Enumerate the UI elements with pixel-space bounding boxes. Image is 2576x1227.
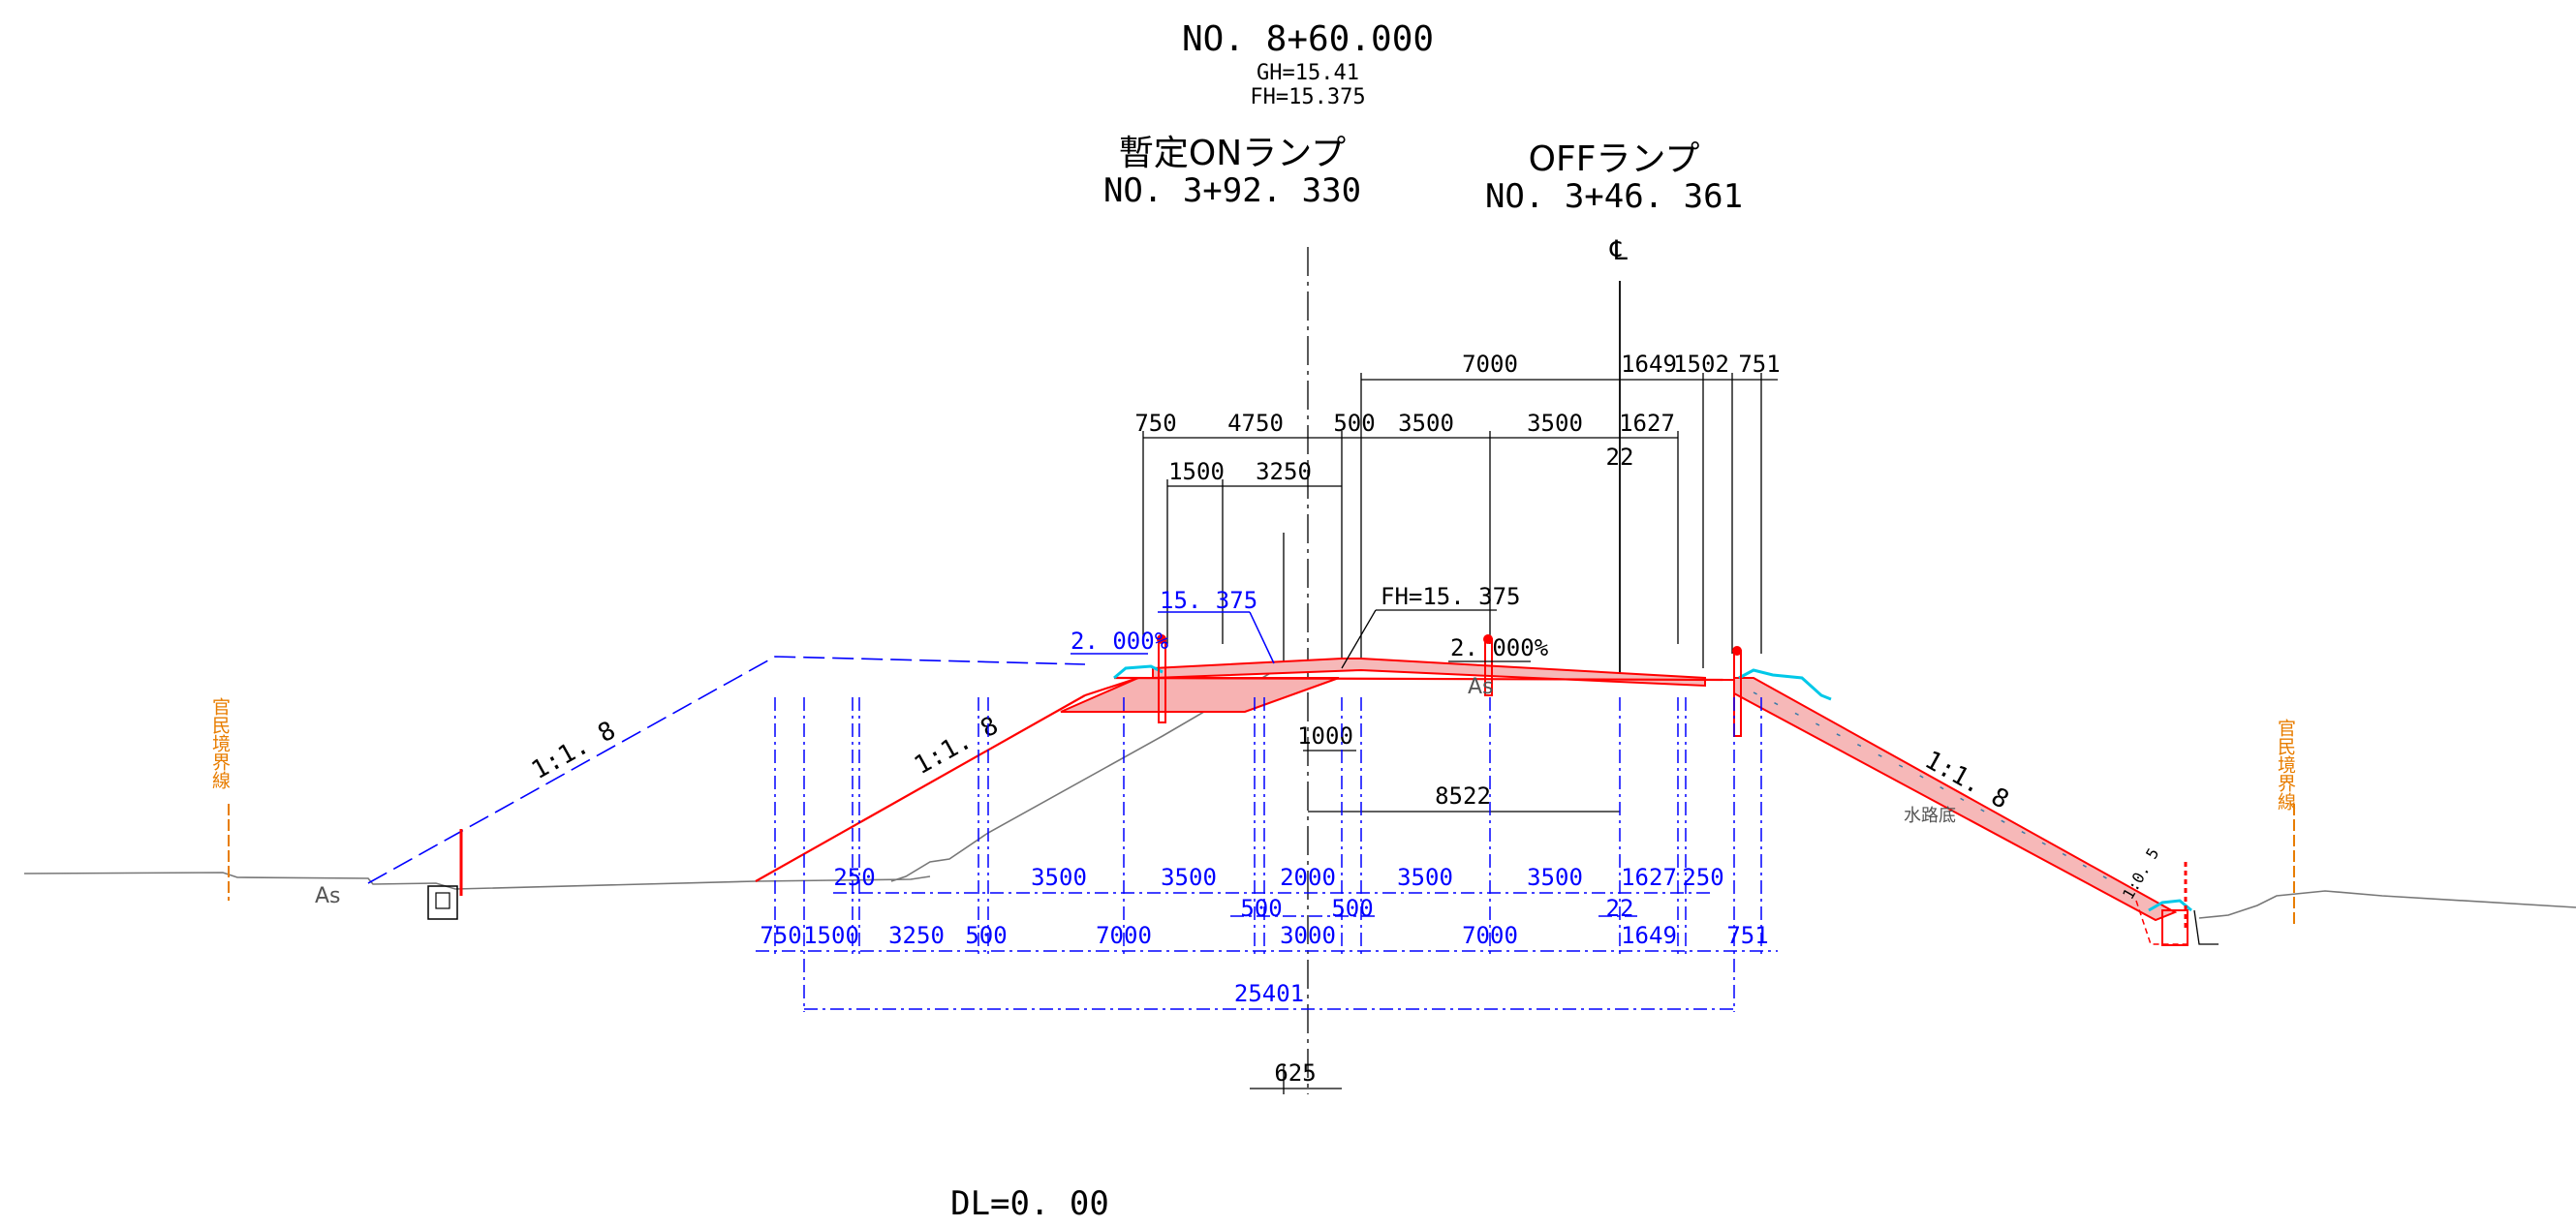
bottom-dim-500-a: 500	[1240, 895, 1282, 922]
bottom-dim-750: 750	[760, 922, 801, 949]
bottom-dim-500-b: 500	[1331, 895, 1373, 922]
bottom-dim-1649: 1649	[1621, 922, 1677, 949]
slope-label-left: 1:1. 8	[910, 711, 1004, 781]
off-ramp-station: NO. 3+46. 361	[1485, 177, 1743, 216]
existing-ground	[23, 667, 2576, 919]
as-label-center: As	[1468, 675, 1494, 699]
top-dim-7000: 7000	[1462, 351, 1518, 378]
off-ramp-title: OFFランプ	[1529, 139, 1700, 179]
bottom-dim-22: 22	[1606, 895, 1634, 922]
as-label-left: As	[315, 884, 341, 908]
top-dim-500: 500	[1333, 410, 1375, 437]
drainage-structures	[427, 885, 2219, 946]
top-dim-1500: 1500	[1168, 458, 1225, 485]
bottom-dim-3000: 3000	[1280, 922, 1336, 949]
blue-dimension-rows	[756, 892, 1778, 1010]
on-ramp-title: 暫定ONランプ	[1119, 134, 1346, 173]
embankment-left	[755, 676, 1340, 882]
top-dim-3500a: 3500	[1398, 410, 1454, 437]
top-dimension-lines	[1142, 373, 1778, 668]
top-dim-3500b: 3500	[1527, 410, 1583, 437]
blue-extension-lines	[774, 697, 1762, 1012]
bottom-dim-7000-left: 7000	[1096, 922, 1152, 949]
fh-label: FH=15.375	[1250, 85, 1365, 109]
bottom-dim-7000-right: 7000	[1462, 922, 1518, 949]
elevation-label-blue: 15. 375	[1160, 587, 1257, 614]
top-dim-750: 750	[1134, 410, 1176, 437]
bottom-dim-1627: 1627	[1621, 864, 1677, 891]
top-dim-4750: 4750	[1227, 410, 1284, 437]
bottom-dim-3500-c: 3500	[1397, 864, 1453, 891]
guardrail-posts	[459, 634, 2188, 930]
offset-dim-625: 625	[1274, 1059, 1316, 1087]
bottom-dim-3500-b: 3500	[1161, 864, 1217, 891]
bottom-dim-250-left: 250	[833, 864, 875, 891]
bottom-dim-500-c: 500	[965, 922, 1007, 949]
bottom-dim-3250: 3250	[888, 922, 945, 949]
bottom-dim-3500-a: 3500	[1031, 864, 1087, 891]
slope-pct-right: 2. 000%	[1450, 634, 1549, 661]
boundary-label-right: 官民境界線	[2275, 719, 2296, 811]
embankment-right	[1733, 677, 2178, 922]
top-dim-3250: 3250	[1256, 458, 1312, 485]
bottom-dim-3500-d: 3500	[1527, 864, 1583, 891]
pavement-slab	[1113, 658, 1735, 688]
gutter-right	[1738, 668, 1832, 701]
fh-leader-label: FH=15. 375	[1381, 583, 1521, 610]
mid-dim-1000: 1000	[1297, 722, 1353, 750]
bottom-dim-total: 25401	[1234, 980, 1304, 1007]
channel-bottom-label: 水路底	[1904, 806, 1956, 826]
gh-label: GH=15.41	[1257, 61, 1359, 85]
bottom-dim-751: 751	[1726, 922, 1768, 949]
centerline-symbol: ℄	[1609, 234, 1628, 266]
station-main: NO. 8+60.000	[1182, 19, 1434, 59]
boundary-label-left: 官民境界線	[209, 697, 231, 789]
future-embankment-outline	[367, 656, 1086, 884]
on-ramp-station: NO. 3+92. 330	[1103, 171, 1361, 210]
bottom-dim-2000: 2000	[1280, 864, 1336, 891]
top-dim-751: 751	[1738, 351, 1780, 378]
slope-pct-left: 2. 000%	[1071, 628, 1169, 655]
bottom-dim-1500: 1500	[803, 922, 859, 949]
top-dim-1649: 1649	[1621, 351, 1677, 378]
top-dim-1627: 1627	[1619, 410, 1675, 437]
top-dim-22: 22	[1606, 444, 1634, 471]
top-dim-1502: 1502	[1673, 351, 1729, 378]
mid-dim-8522: 8522	[1435, 782, 1491, 810]
datum-label: DL=0. 00	[950, 1184, 1109, 1223]
gutter-left	[1113, 664, 1164, 680]
bottom-dim-250-right: 250	[1682, 864, 1723, 891]
middle-dimensions	[1303, 750, 1620, 813]
